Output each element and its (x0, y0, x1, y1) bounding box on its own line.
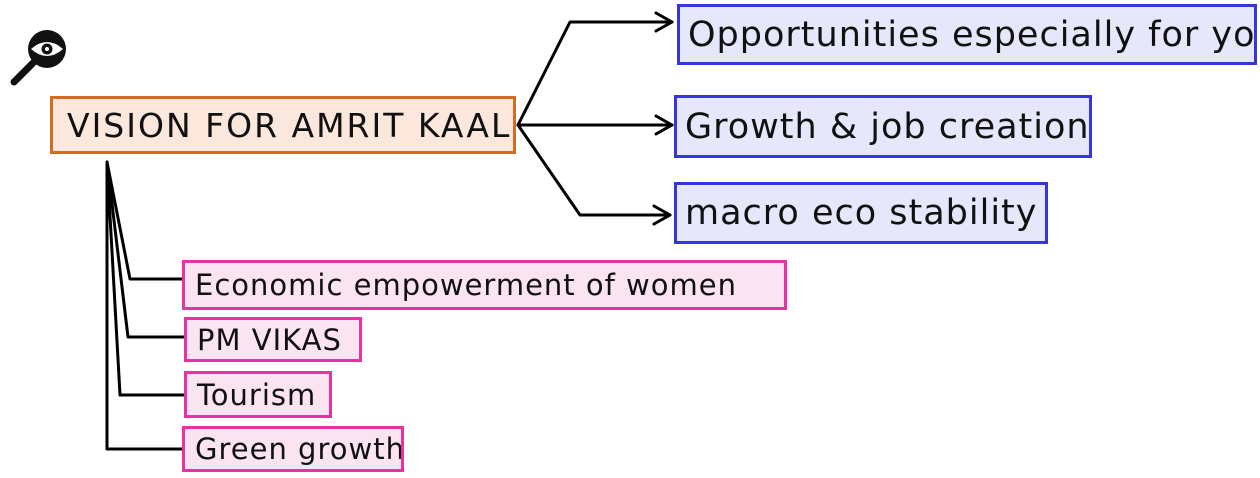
branch-node-tourism: Tourism (184, 371, 332, 418)
connector-left-2 (105, 160, 186, 339)
connector-right-1 (516, 20, 674, 127)
branch-node-macro-stability: macro eco stability (674, 182, 1048, 244)
branch-node-label: PM VIKAS (197, 322, 342, 357)
branch-node-women-empowerment: Economic empowerment of women (182, 260, 787, 310)
root-node: VISION FOR AMRIT KAAL (50, 96, 516, 154)
branch-node-label: Tourism (197, 377, 317, 412)
branch-node-pm-vikas: PM VIKAS (184, 317, 362, 362)
branch-node-youth-opportunities: Opportunities especially for youth (677, 4, 1257, 65)
branch-node-label: Opportunities especially for youth (688, 14, 1257, 55)
root-node-label: VISION FOR AMRIT KAAL (67, 105, 512, 145)
connector-left-3 (105, 160, 186, 397)
branch-node-label: Economic empowerment of women (195, 268, 737, 302)
connector-left-4 (105, 160, 184, 451)
arrowhead-right-1 (654, 11, 674, 33)
arrowhead-right-3 (652, 204, 672, 226)
branch-node-growth-jobs: Growth & job creation (674, 95, 1092, 158)
magnifier-eye-icon (10, 30, 66, 86)
branch-node-label: Growth & job creation (685, 106, 1090, 147)
branch-node-label: Green growth (195, 432, 404, 466)
branch-node-label: macro eco stability (685, 193, 1038, 233)
connector-left-1 (105, 160, 184, 281)
branch-node-green-growth: Green growth (182, 426, 404, 472)
arrowhead-right-2 (654, 114, 674, 136)
connector-right-3 (516, 123, 672, 217)
